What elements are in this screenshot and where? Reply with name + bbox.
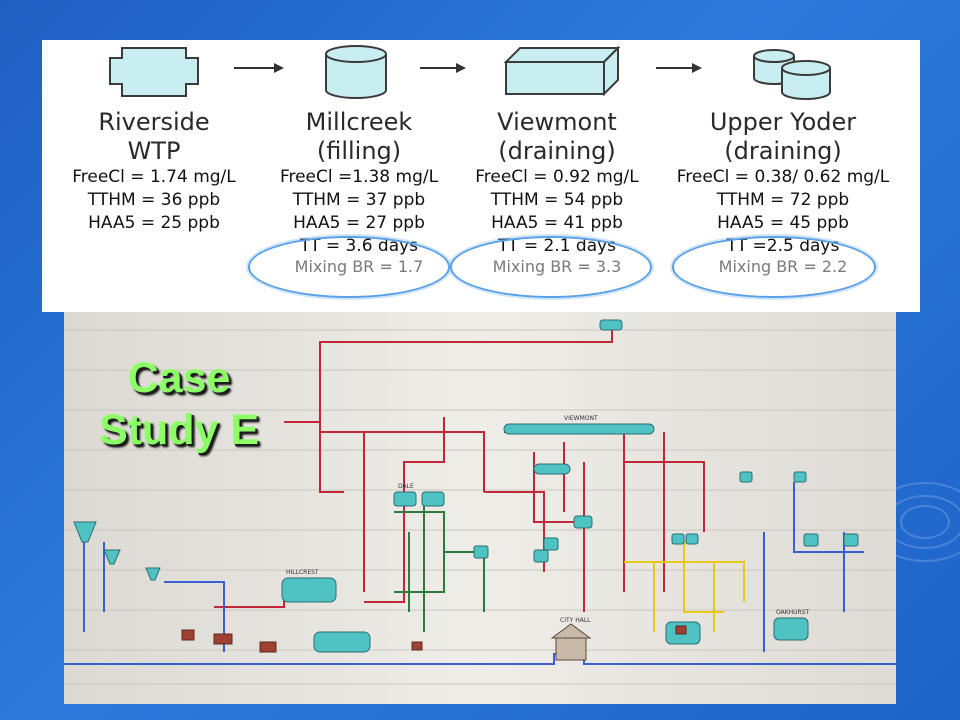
wtp-plant-icon bbox=[109, 47, 199, 97]
stage-status: (draining) bbox=[724, 137, 842, 165]
free-chlorine-value: FreeCl = 1.74 mg/L bbox=[72, 167, 236, 187]
arrow-icon bbox=[456, 63, 466, 73]
contact-tank bbox=[313, 631, 371, 653]
flow-shapes bbox=[109, 45, 831, 100]
stage-riverside: Riverside WTP FreeCl = 1.74 mg/L TTHM = … bbox=[42, 108, 266, 235]
hillcrest-wall-label: HILLCREST bbox=[286, 569, 319, 576]
viewmont-tank bbox=[503, 423, 655, 435]
city-hall-building bbox=[550, 623, 592, 661]
tthm-value: TTHM = 36 ppb bbox=[87, 190, 221, 210]
tthm-value: TTHM = 37 ppb bbox=[292, 190, 426, 210]
stage-status: (filling) bbox=[316, 137, 402, 165]
title-line-2: Study E bbox=[98, 406, 260, 454]
dale-wall-label: DALE bbox=[398, 483, 414, 490]
free-chlorine-value: FreeCl = 0.38/ 0.62 mg/L bbox=[676, 167, 890, 187]
distribution-system-photo: VIEWMONT HILLCREST CITY HALL DALE OAKHUR… bbox=[64, 312, 896, 704]
hillcrest-tank bbox=[281, 577, 337, 603]
haa5-value: HAA5 = 41 ppb bbox=[491, 213, 623, 233]
treatment-flow-diagram: Riverside WTP FreeCl = 1.74 mg/L TTHM = … bbox=[42, 40, 920, 312]
haa5-value: HAA5 = 25 ppb bbox=[88, 213, 220, 233]
tthm-value: TTHM = 72 ppb bbox=[716, 190, 850, 210]
case-study-title: Case Study E bbox=[74, 352, 284, 456]
arrow-icon bbox=[692, 63, 702, 73]
oakhurst-wall-label: OAKHURST bbox=[776, 609, 810, 616]
viewmont-wall-label: VIEWMONT bbox=[564, 415, 598, 422]
stage-status: (draining) bbox=[498, 137, 616, 165]
free-chlorine-value: FreeCl = 0.92 mg/L bbox=[475, 167, 639, 187]
haa5-value: HAA5 = 45 ppb bbox=[717, 213, 849, 233]
arrow-icon bbox=[274, 63, 284, 73]
stage-name: Upper Yoder bbox=[709, 108, 857, 136]
free-chlorine-value: FreeCl =1.38 mg/L bbox=[279, 167, 439, 187]
city-hall-wall-label: CITY HALL bbox=[560, 617, 591, 624]
upper-yoder-tanks-icon bbox=[753, 49, 831, 100]
highlight-ellipse bbox=[450, 236, 652, 298]
stage-name: Millcreek bbox=[305, 108, 413, 136]
highlight-ellipse bbox=[672, 236, 876, 298]
wall-schematic: VIEWMONT HILLCREST CITY HALL DALE OAKHUR… bbox=[64, 312, 896, 704]
highlight-ellipse bbox=[248, 236, 450, 298]
title-line-1: Case bbox=[127, 354, 231, 402]
millcreek-tank-icon bbox=[325, 45, 387, 99]
stage-status: WTP bbox=[127, 137, 181, 165]
haa5-value: HAA5 = 27 ppb bbox=[293, 213, 425, 233]
stage-name: Viewmont bbox=[497, 108, 617, 136]
viewmont-tank-icon bbox=[503, 45, 621, 97]
tthm-value: TTHM = 54 ppb bbox=[490, 190, 624, 210]
stage-name: Riverside bbox=[98, 108, 210, 136]
